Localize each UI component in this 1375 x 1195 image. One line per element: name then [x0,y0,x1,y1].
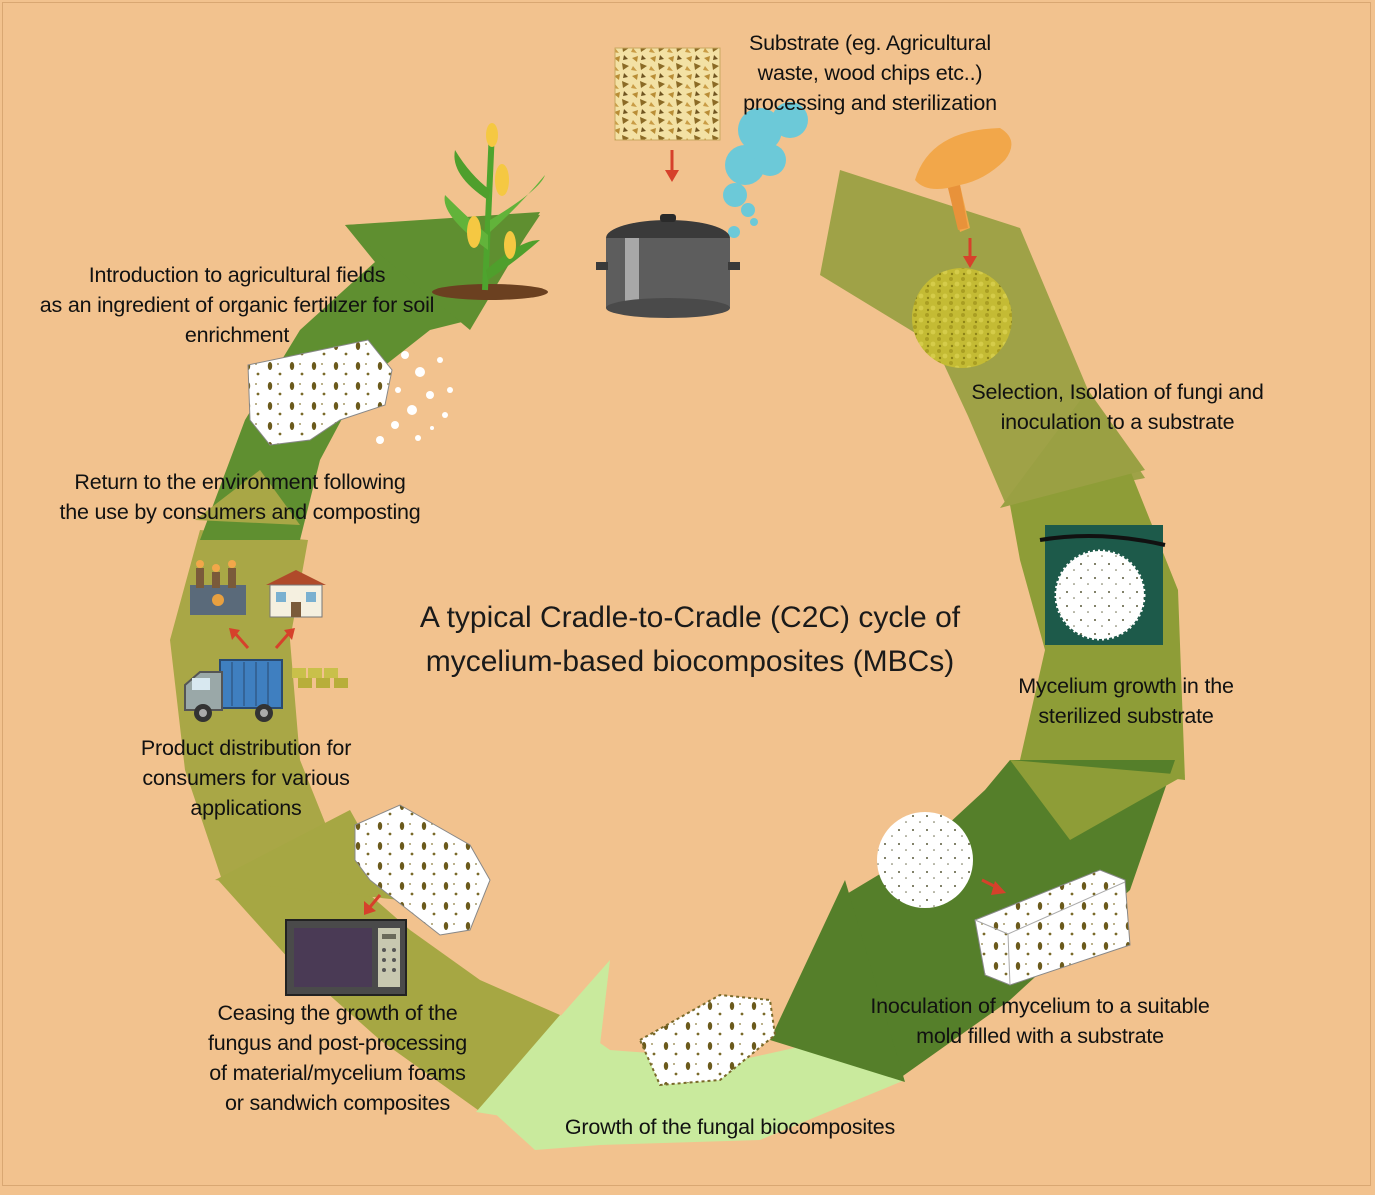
arrowhead-bottom [476,960,610,1130]
stage-label-selection: Selection, Isolation of fungi and inocul… [971,380,1264,434]
arrowhead-left [195,470,300,525]
diagram-title: A typical Cradle-to-Cradle (C2C) cycle o… [419,601,961,678]
foam-block-icon [354,804,491,936]
truck-icon [184,659,283,722]
fungal-culture-icon [912,268,1012,368]
arrowhead-bottom-right [770,880,905,1082]
stage-label-mycelium-growth: Mycelium growth in the sterilized substr… [1018,674,1234,728]
mold-block-icon [974,869,1131,986]
microwave-icon [285,919,407,996]
petri-mycelium-icon [1039,525,1166,645]
house-icon [266,570,326,618]
stage-label-ceasing: Ceasing the growth of the fungus and pos… [208,1001,467,1115]
stage-label-distribution: Product distribution for consumers for v… [140,736,352,820]
red-pointer-substrate [665,150,679,182]
cooking-pot-icon [596,214,740,318]
stage-label-substrate: Substrate (eg. Agricultural waste, wood … [743,31,997,115]
red-pointer-fungi [963,238,977,268]
product-pallet-icon [292,668,348,688]
arrowhead-bottom-left [215,810,400,900]
arrowhead-right-2 [1010,760,1185,840]
mycelium-ball-icon [877,812,973,908]
substrate-chips-icon [614,47,721,141]
steam-icon [723,102,808,238]
stage-label-return: Return to the environment following the … [59,470,421,524]
stage-label-fungal-growth: Growth of the fungal biocomposites [564,1115,896,1139]
arrowhead-right-1 [1000,390,1145,508]
red-pointer-mold [981,878,1006,895]
red-pointer-house [274,628,295,649]
fungal-biocomposite-icon [638,993,777,1087]
decomposing-block-icon [247,339,453,446]
red-pointer-microwave [364,894,382,915]
corn-plant-icon [432,123,548,300]
arrowhead-top-left [345,212,540,330]
stage-label-inoculation-mold: Inoculation of mycelium to a suitable mo… [870,994,1210,1048]
stage-label-introduction: Introduction to agricultural fields as a… [39,263,435,347]
mushroom-icon [915,128,1012,232]
factory-icon [190,560,246,615]
red-pointer-factory [229,628,250,649]
